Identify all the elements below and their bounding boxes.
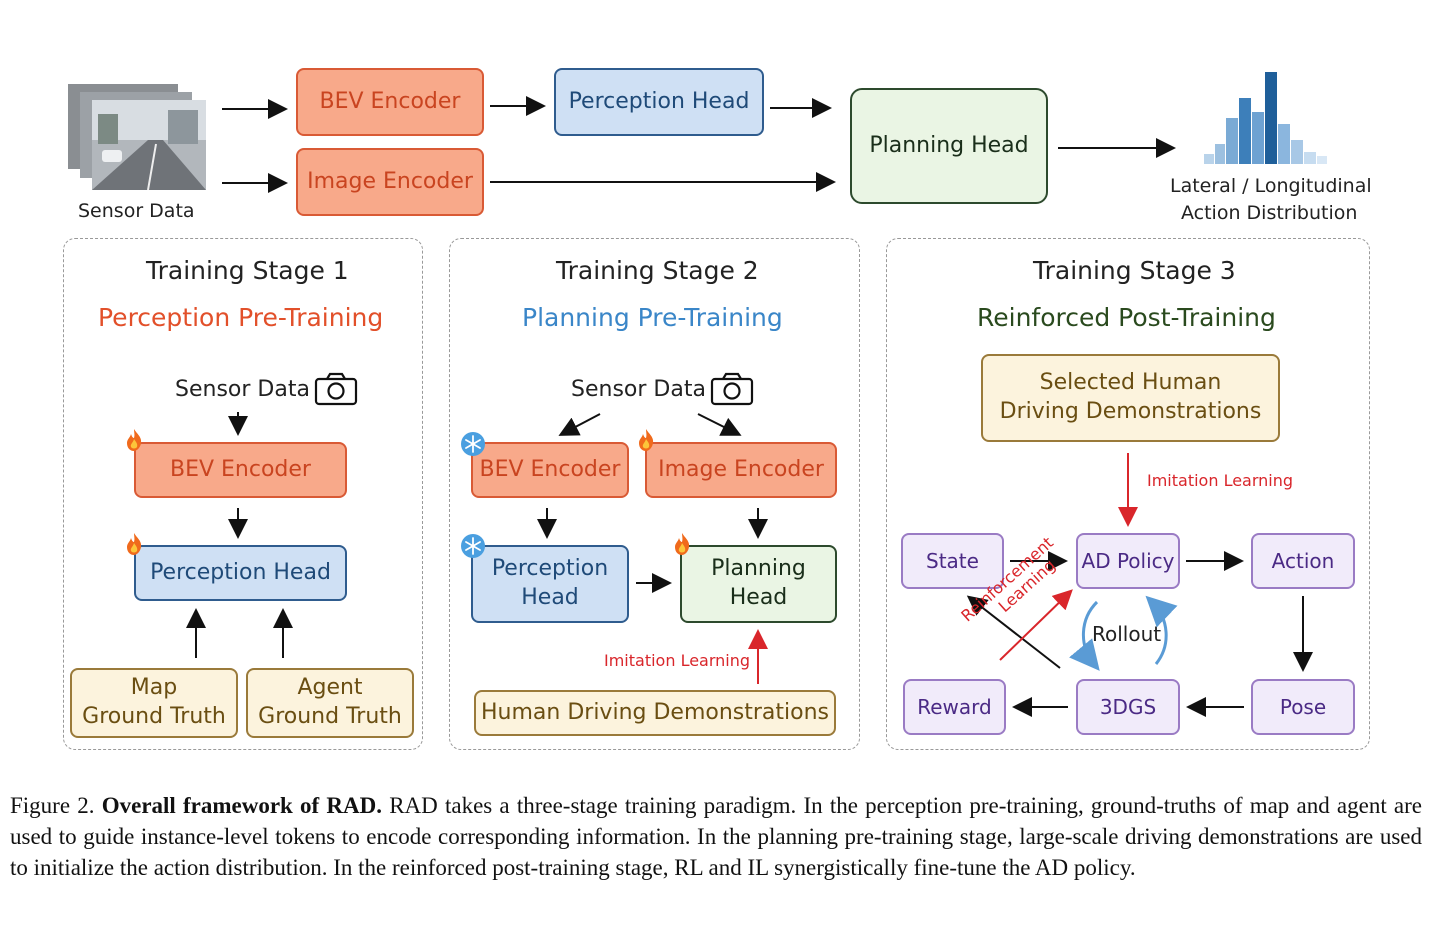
stage-3-title: Training Stage 3: [1033, 256, 1236, 285]
stage-2-bev-encoder: BEV Encoder: [471, 442, 629, 498]
caption-prefix: Figure 2.: [10, 793, 95, 818]
fire-icon: [127, 533, 142, 555]
stage-1-panel: [63, 238, 423, 750]
perception-head-box: Perception Head: [554, 68, 764, 136]
state-box: State: [901, 533, 1004, 589]
image-encoder-box: Image Encoder: [296, 148, 484, 216]
reward-box: Reward: [903, 679, 1006, 735]
figure-caption: Figure 2. Overall framework of RAD. RAD …: [10, 790, 1422, 883]
stage-2-image-encoder: Image Encoder: [645, 442, 837, 498]
stage-3-panel: [886, 238, 1370, 750]
stage-3-imitation-label: Imitation Learning: [1147, 471, 1294, 490]
fire-icon: [675, 533, 690, 555]
stage-2-imitation-label: Imitation Learning: [604, 651, 751, 670]
top-arrows: [222, 96, 1176, 193]
fire-icon: [127, 429, 142, 451]
snowflake-icon: [461, 534, 485, 558]
stage-1-arrows: [186, 412, 293, 658]
fire-icon: [639, 429, 654, 451]
bev-encoder-box: BEV Encoder: [296, 68, 484, 136]
action-distribution-histogram: [1204, 72, 1327, 164]
stage-2-arrows: [537, 413, 768, 684]
stage-1-subtitle: Perception Pre-Training: [98, 303, 384, 332]
3dgs-box: 3DGS: [1076, 679, 1180, 735]
stage-1-title: Training Stage 1: [146, 256, 349, 285]
sensor-data-label: Sensor Data: [78, 200, 195, 222]
stage-2-title: Training Stage 2: [556, 256, 759, 285]
stage-1-sensor-label: Sensor Data: [175, 377, 310, 402]
caption-text: RAD takes a three-stage training paradig…: [10, 793, 1422, 880]
output-label-1: Lateral / Longitudinal: [1170, 175, 1372, 197]
stage-3-subtitle: Reinforced Post-Training: [977, 303, 1276, 332]
stage-3-arrows: [966, 453, 1313, 717]
action-box: Action: [1251, 533, 1355, 589]
stage-1-perception-head: Perception Head: [134, 545, 347, 601]
planning-head-box: Planning Head: [850, 88, 1048, 204]
pose-box: Pose: [1251, 679, 1355, 735]
stage-2-panel: [449, 238, 860, 750]
camera-icon: [710, 372, 754, 406]
sensor-image: [68, 84, 208, 194]
camera-icon: [314, 372, 358, 406]
snowflake-icon: [461, 432, 485, 456]
stage-2-subtitle: Planning Pre-Training: [522, 303, 783, 332]
stage-2-sensor-label: Sensor Data: [571, 377, 706, 402]
stage-1-bev-encoder: BEV Encoder: [134, 442, 347, 498]
output-label-2: Action Distribution: [1181, 202, 1358, 224]
ad-policy-box: AD Policy: [1076, 533, 1180, 589]
caption-bold: Overall framework of RAD.: [101, 793, 382, 818]
human-driving-demonstrations: Human Driving Demonstrations: [474, 690, 836, 736]
